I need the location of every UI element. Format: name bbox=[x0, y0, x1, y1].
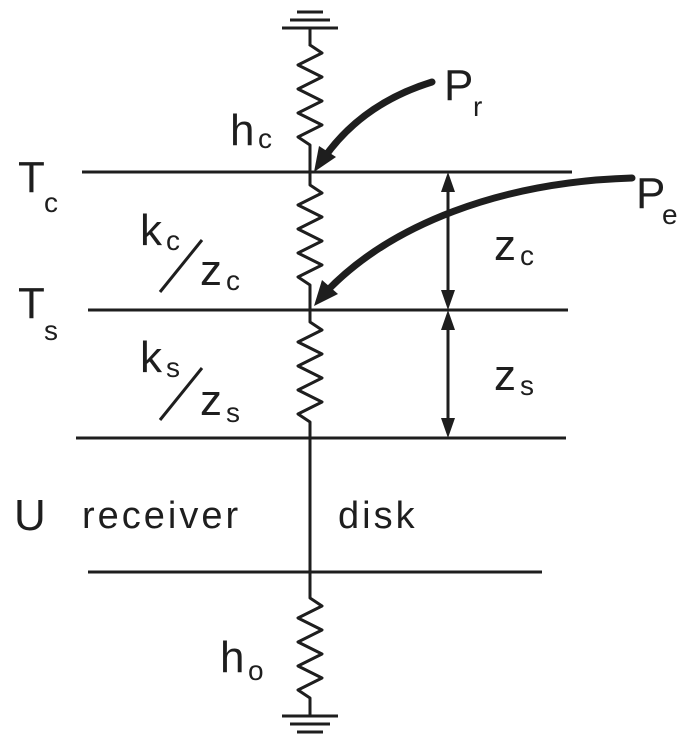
label-receiver: receiver bbox=[82, 495, 241, 537]
ground-symbol-bottom bbox=[282, 714, 338, 734]
pe-input-arrow bbox=[314, 174, 636, 306]
svg-text:s: s bbox=[166, 352, 180, 383]
resistor-ks-zs bbox=[296, 308, 324, 440]
svg-text:o: o bbox=[248, 655, 264, 686]
svg-text:P: P bbox=[636, 169, 665, 218]
label-u: U bbox=[14, 491, 46, 540]
svg-text:c: c bbox=[258, 123, 272, 154]
label-ts: T s bbox=[18, 279, 58, 346]
svg-text:s: s bbox=[226, 397, 240, 428]
svg-text:z: z bbox=[200, 376, 222, 425]
svg-text:r: r bbox=[473, 91, 482, 122]
svg-text:c: c bbox=[166, 225, 180, 256]
svg-text:k: k bbox=[140, 333, 163, 382]
resistor-kc-zc bbox=[296, 170, 324, 312]
ground-symbol-top bbox=[282, 10, 338, 47]
svg-text:s: s bbox=[44, 315, 58, 346]
svg-text:c: c bbox=[520, 240, 534, 271]
svg-text:k: k bbox=[140, 206, 163, 255]
svg-text:s: s bbox=[520, 370, 534, 401]
svg-text:P: P bbox=[444, 61, 473, 110]
svg-text:h: h bbox=[220, 633, 244, 682]
svg-text:z: z bbox=[494, 221, 516, 270]
label-kc-zc: k c z c bbox=[140, 206, 240, 296]
svg-text:z: z bbox=[200, 246, 222, 295]
svg-text:h: h bbox=[230, 106, 254, 155]
svg-text:T: T bbox=[18, 279, 45, 328]
dimension-arrow-zc bbox=[441, 172, 455, 310]
label-zs: z s bbox=[494, 351, 534, 401]
label-pr: P r bbox=[444, 61, 482, 122]
svg-text:T: T bbox=[18, 153, 45, 202]
svg-text:c: c bbox=[44, 187, 58, 218]
svg-text:c: c bbox=[226, 265, 240, 296]
label-tc: T c bbox=[18, 153, 58, 218]
label-zc: z c bbox=[494, 221, 534, 271]
label-hc: h c bbox=[230, 106, 272, 155]
resistor-ho bbox=[296, 570, 324, 718]
label-ks-zs: k s z s bbox=[140, 333, 240, 428]
svg-text:e: e bbox=[662, 199, 678, 230]
pr-input-arrow bbox=[314, 78, 436, 172]
svg-text:z: z bbox=[494, 351, 516, 400]
resistor-hc bbox=[296, 43, 324, 174]
label-disk: disk bbox=[338, 495, 418, 537]
dimension-arrow-zs bbox=[441, 310, 455, 438]
label-ho: h o bbox=[220, 633, 264, 686]
label-pe: P e bbox=[636, 169, 678, 230]
